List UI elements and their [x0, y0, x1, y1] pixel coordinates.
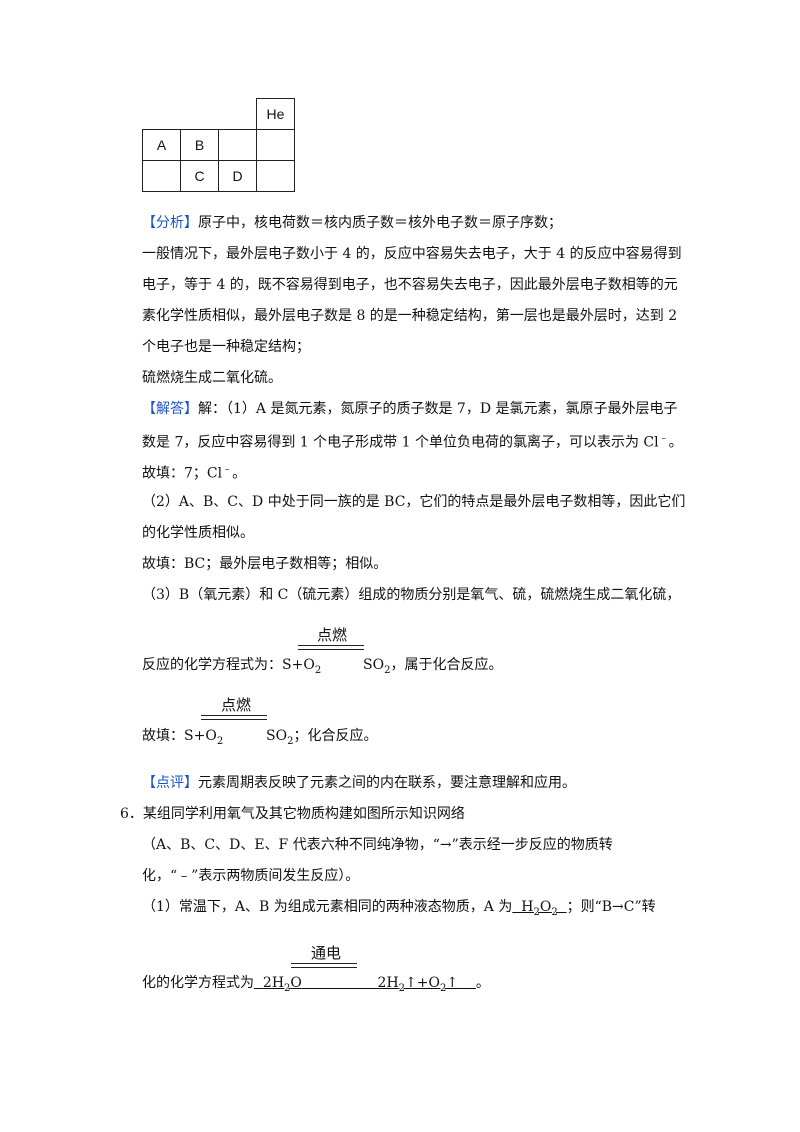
answer-text: 故填：7；Cl: [142, 465, 223, 482]
answer-line-4: （2）A、B、C、D 中处于同一族的是 BC，它们的特点是最外层电子数相等，因此…: [142, 494, 686, 510]
analysis-line-3: 电子，等于 4 的，既不容易得到电子，也不容易失去电子，因此最外层电子数相等的元: [142, 277, 678, 293]
answer-line-5: 的化学性质相似。: [142, 525, 254, 541]
answer-line-1: 【解答】解：（1）A 是氮元素，氮原子的质子数是 7，D 是氯元素，氯原子最外层…: [142, 398, 678, 418]
reaction-condition: 通电: [310, 944, 341, 962]
answer-text: O: [539, 899, 552, 915]
table-cell: [256, 129, 295, 161]
question-6-line-3: 化，“﹣”表示两物质间发生反应）。: [142, 868, 360, 884]
table-row: A B: [142, 129, 295, 161]
subscript: 2: [216, 735, 224, 747]
answer-text: 2H: [377, 975, 399, 991]
answer-text: ↑+O: [405, 975, 440, 991]
subscript: 2: [398, 982, 406, 994]
question-text: 化的化学方程式为: [142, 975, 254, 991]
subscript: 2: [551, 906, 558, 918]
answer-text: O: [290, 975, 302, 991]
comment-tag: 【点评】: [142, 775, 198, 791]
question-6-line-1: 6．某组同学利用氧气及其它物质构建如图所示知识网络: [120, 803, 465, 823]
table-cell: [219, 99, 257, 130]
subscript: 2: [384, 664, 391, 676]
analysis-line-6: 硫燃烧生成二氧化硫。: [142, 370, 282, 386]
analysis-line-1: 【分析】原子中，核电荷数＝核内质子数＝核外电子数＝原子序数；: [142, 212, 562, 232]
table-row: C D: [142, 160, 295, 192]
equation-text: SO: [363, 657, 385, 673]
question-text: 某组同学利用氧气及其它物质构建如图所示知识网络: [142, 806, 465, 822]
equation-double-line: [291, 963, 357, 968]
comment-line: 【点评】元素周期表反映了元素之间的内在联系，要注意理解和应用。: [142, 772, 576, 792]
answer-line-6: 故填：BC；最外层电子数相等；相似。: [142, 556, 388, 572]
subscript: 2: [440, 982, 447, 994]
table-cell: [181, 99, 219, 130]
question-6-line-5: 化的化学方程式为 2H2O 2H2↑+O2↑ 。: [142, 972, 490, 994]
question-text: ；则“B→C”转: [566, 899, 656, 915]
table-cell-c: C: [180, 160, 219, 192]
subscript: 2: [533, 906, 540, 918]
question-number: 6．: [120, 806, 143, 822]
analysis-tag: 【分析】: [142, 215, 198, 231]
answer-fill-blank: 2H2O 2H2↑+O2↑: [254, 975, 476, 994]
table-cell-he: He: [256, 98, 295, 130]
table-cell-b: B: [180, 129, 219, 161]
question-6-line-4: （1）常温下，A、B 为组成元素相同的两种液态物质，A 为 H2O2 ；则“B→…: [142, 896, 656, 918]
table-cell: [218, 129, 257, 161]
subscript: 2: [284, 982, 291, 994]
table-cell: [256, 160, 295, 192]
answer-tag: 【解答】: [142, 401, 198, 417]
equation-text: 故填：S+O: [142, 728, 217, 744]
question-6-line-2: （A、B、C、D、E、F 代表六种不同纯净物，“→”表示经一步反应的物质转: [142, 837, 613, 853]
answer-fill-blank: H2O2: [512, 899, 566, 918]
equation-product-2: SO2；化合反应。: [266, 725, 377, 747]
answer-line-7: （3）B（氧元素）和 C（硫元素）组成的物质分别是氧气、硫，硫燃烧生成二氧化硫，: [142, 587, 681, 603]
subscript: 2: [314, 664, 322, 676]
answer-text: 。: [232, 465, 247, 482]
analysis-line-4: 素化学性质相似，最外层电子数是 8 的是一种稳定结构，第一层也是最外层时，达到 …: [142, 308, 678, 324]
table-row: He: [143, 98, 295, 130]
equation-product-1: SO2，属于化合反应。: [363, 654, 502, 676]
comment-text: 元素周期表反映了元素之间的内在联系，要注意理解和应用。: [198, 775, 576, 791]
question-text: （1）常温下，A、B 为组成元素相同的两种液态物质，A 为: [142, 899, 513, 915]
analysis-text: 原子中，核电荷数＝核内质子数＝核外电子数＝原子序数；: [198, 215, 562, 231]
answer-text: 解：（1）A 是氮元素，氮原子的质子数是 7，D 是氯元素，氯原子最外层电子: [198, 401, 678, 417]
analysis-line-2: 一般情况下，最外层电子数小于 4 的，反应中容易失去电子，大于 4 的反应中容易…: [142, 246, 682, 262]
answer-text: ↑: [446, 975, 459, 991]
answer-text: 2H: [262, 975, 285, 991]
table-cell-a: A: [142, 129, 181, 161]
answer-text: H: [521, 899, 534, 915]
question-text: 。: [475, 975, 490, 991]
equation-text: 反应的化学方程式为：S+O: [142, 657, 315, 673]
equation-double-line: [201, 715, 267, 720]
table-cell-d: D: [218, 160, 257, 192]
answer-line-3: 故填：7；Cl﹣。: [142, 460, 246, 483]
equation-text: ，属于化合反应。: [390, 657, 503, 673]
superscript: ﹣: [222, 464, 233, 475]
equation-text: SO: [266, 728, 288, 744]
subscript: 2: [287, 735, 294, 747]
reaction-condition: 点燃: [316, 626, 347, 644]
table-cell: [143, 99, 181, 130]
answer-text: 。: [668, 434, 683, 451]
table-cell: [142, 160, 181, 192]
equation-line-2: 故填：S+O2: [142, 725, 223, 747]
equation-line-1: 反应的化学方程式为：S+O2: [142, 654, 321, 676]
superscript: ﹣: [658, 433, 669, 444]
answer-text: 数是 7，反应中容易得到 1 个电子形成带 1 个单位负电荷的氯离子，可以表示为…: [142, 434, 659, 451]
reaction-condition: 点燃: [220, 696, 251, 714]
equation-double-line: [298, 645, 364, 650]
analysis-line-5: 个电子也是一种稳定结构；: [142, 339, 310, 355]
equation-text: ；化合反应。: [293, 728, 378, 744]
periodic-table-fragment: He A B C D: [142, 98, 295, 192]
answer-line-2: 数是 7，反应中容易得到 1 个电子形成带 1 个单位负电荷的氯离子，可以表示为…: [142, 429, 683, 452]
